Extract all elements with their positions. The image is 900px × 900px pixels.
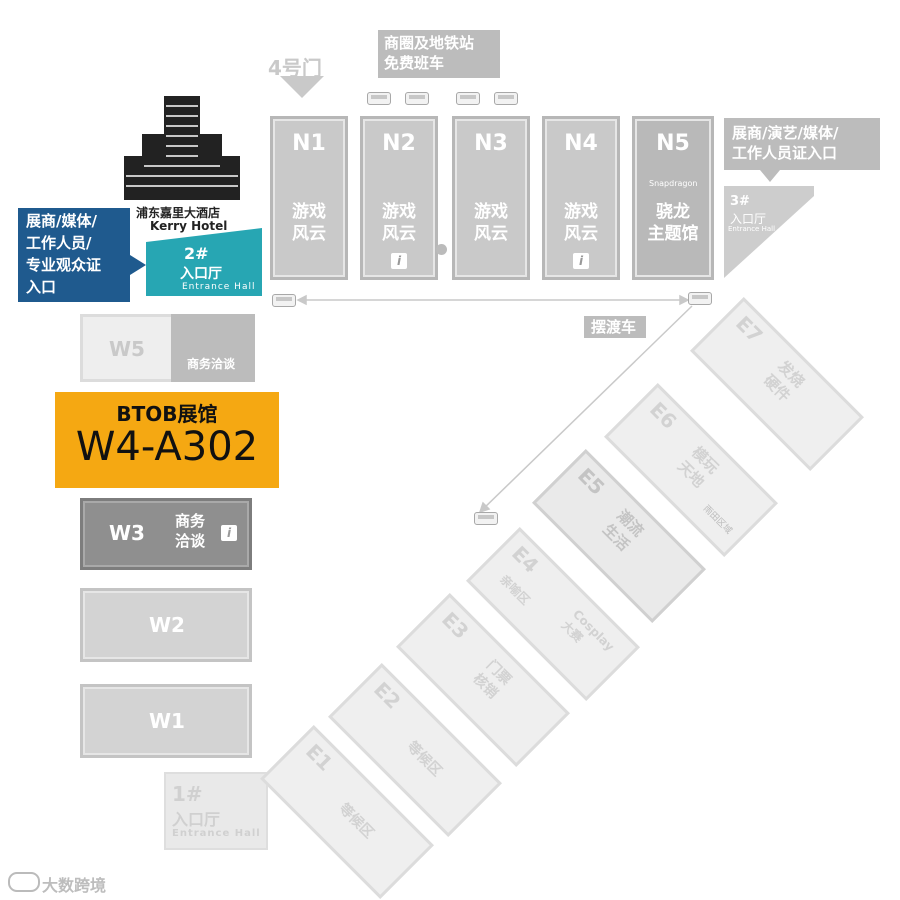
entrance-2-number: 2#	[184, 244, 209, 263]
watermark-logo-icon	[8, 872, 40, 892]
restroom-icon	[436, 244, 447, 255]
hall-e6-sub-area: 雨田区域	[700, 503, 734, 537]
hall-n5-code: N5	[656, 131, 690, 156]
hall-e6-code: E6	[645, 397, 682, 434]
shuttle-stop-icon	[272, 294, 296, 307]
shuttle-stop-icon	[474, 512, 498, 525]
hall-e7-code: E7	[731, 311, 768, 348]
hall-n3-label: 游戏 风云	[474, 202, 508, 244]
hall-w3-meeting-label: 商务 洽谈	[175, 512, 206, 550]
bus-icon	[456, 92, 480, 105]
hall-e6-label: 模玩 天地	[674, 443, 723, 492]
hall-w3[interactable]: W3 商务 洽谈 i	[80, 498, 252, 570]
entrance-3-cn: 入口厅	[730, 212, 767, 226]
hotel-name-cn: 浦东嘉里大酒店	[136, 206, 221, 220]
entrance-2-en: Entrance Hall	[182, 282, 256, 292]
hall-e3-label: 门票 核销	[469, 657, 515, 702]
hall-n1-code: N1	[292, 131, 326, 156]
hall-e2-label: 等候区	[403, 738, 445, 780]
entrance-2-shape	[146, 228, 262, 296]
left-staff-entrance-text: 展商/媒体/ 工作人员/ 专业观众证 入口	[26, 212, 102, 296]
entrance-3-en: Entrance Hall	[728, 225, 776, 233]
hotel-name-en: Kerry Hotel	[150, 219, 228, 233]
hall-n4[interactable]: N4 游戏 风云 i	[542, 116, 620, 280]
bus-icon	[494, 92, 518, 105]
hall-w2[interactable]: W2	[80, 588, 252, 662]
hall-n4-label: 游戏 风云	[564, 202, 598, 244]
info-icon: i	[221, 525, 237, 541]
hall-w5-meeting-label: 商务洽谈	[187, 357, 236, 371]
hall-n2-code: N2	[382, 131, 416, 156]
btob-hall-highlight[interactable]	[55, 392, 279, 488]
hall-w2-code: W2	[149, 613, 185, 637]
hall-n1-label: 游戏 风云	[292, 202, 326, 244]
hall-w3-code: W3	[109, 521, 145, 545]
hall-n5-label: 骁龙 主题馆	[647, 202, 699, 244]
hall-e5-label: 潮流 生活	[599, 506, 648, 555]
left-sign-pointer	[130, 255, 146, 275]
bus-icon	[367, 92, 391, 105]
hall-w5[interactable]: W5 商务洽谈	[80, 314, 255, 382]
hall-e4-label: 亲喻区	[497, 572, 533, 608]
hall-w5-code: W5	[109, 337, 145, 361]
hotel-building-icon	[124, 96, 240, 200]
watermark-text: 大数跨境	[42, 876, 107, 895]
bus-icon	[405, 92, 429, 105]
hall-e7-label: 发烧 硬件	[760, 357, 809, 406]
entrance-3-number: 3#	[730, 194, 750, 209]
hall-w5-meeting-area	[171, 314, 255, 382]
entrance-1-number: 1#	[172, 782, 203, 806]
info-icon: i	[391, 253, 407, 269]
hall-n2[interactable]: N2 游戏 风云 i	[360, 116, 438, 280]
btob-booth-number: W4-A302	[75, 424, 259, 470]
hall-n5[interactable]: N5 Snapdragon 骁龙 主题馆	[632, 116, 714, 280]
right-sign-pointer	[760, 170, 780, 182]
hall-e5-code: E5	[573, 463, 610, 500]
entrance-1-cn: 入口厅	[172, 810, 221, 829]
shuttle-label: 摆渡车	[584, 316, 646, 338]
entrance-1-en: Entrance Hall	[172, 828, 261, 839]
hall-e4-code: E4	[507, 541, 544, 578]
hall-n4-code: N4	[564, 131, 598, 156]
shuttle-stop-icon	[688, 292, 712, 305]
hall-n3-code: N3	[474, 131, 508, 156]
metro-shuttle-sign: 商圈及地铁站 免费班车	[378, 30, 500, 78]
gate-4-arrow	[280, 76, 324, 98]
hall-n1[interactable]: N1 游戏 风云	[270, 116, 348, 280]
hall-w1-code: W1	[149, 709, 185, 733]
hall-e4-sub-area: Cosplay 大赛	[558, 606, 617, 654]
entrance-3-shape	[724, 186, 814, 278]
entrance-1-shape	[164, 772, 268, 850]
btob-hall-title: BTOB展馆	[116, 402, 218, 426]
hall-n2-label: 游戏 风云	[382, 202, 416, 244]
left-staff-entrance-sign	[18, 208, 130, 302]
right-staff-entrance-sign: 展商/演艺/媒体/ 工作人员证入口	[724, 118, 880, 170]
hall-w1[interactable]: W1	[80, 684, 252, 758]
hall-e2-code: E2	[369, 677, 406, 714]
hall-e1-code: E1	[301, 739, 338, 776]
info-icon: i	[573, 253, 589, 269]
hall-n3[interactable]: N3 游戏 风云	[452, 116, 530, 280]
hall-e1-label: 等候区	[335, 800, 377, 842]
hall-e3-code: E3	[437, 607, 474, 644]
snapdragon-logo: Snapdragon	[649, 179, 698, 188]
entrance-2-cn: 入口厅	[180, 266, 222, 282]
